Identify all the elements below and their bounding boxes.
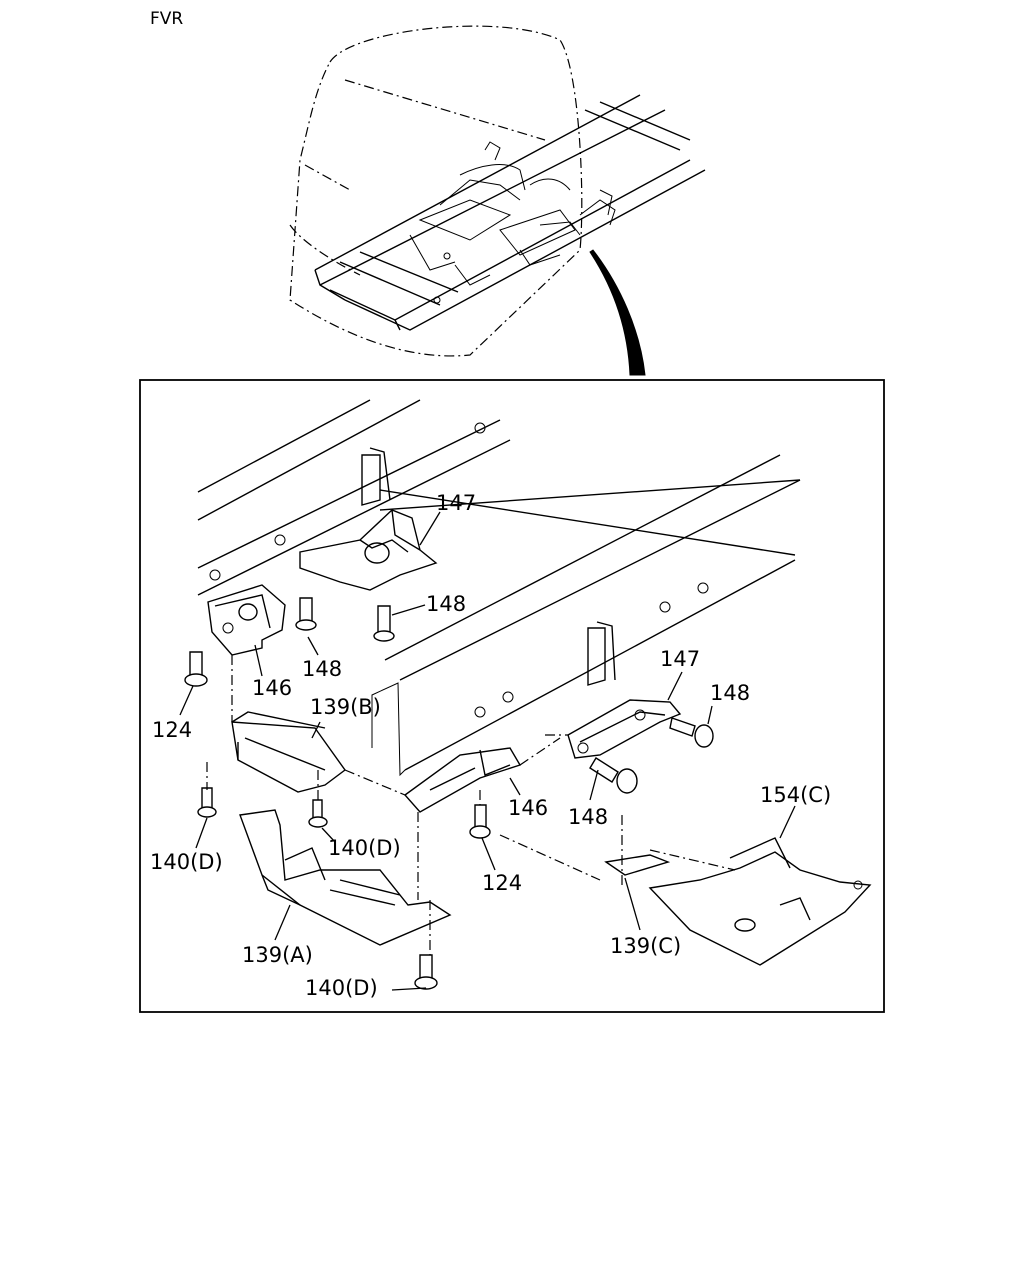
callout-139a: 139(A) xyxy=(242,943,313,967)
callout-140d-mid: 140(D) xyxy=(328,836,401,860)
callout-154c: 154(C) xyxy=(760,783,831,807)
bracket-146-upper-icon xyxy=(207,584,286,656)
callout-140d-left: 140(D) xyxy=(150,850,223,874)
alignment-lines xyxy=(206,655,736,955)
callout-146-upper: 146 xyxy=(252,676,292,700)
bracket-147-right-icon xyxy=(567,699,682,759)
callout-148-upper-left: 148 xyxy=(302,657,342,681)
flange-bolts xyxy=(184,597,714,990)
under-cover-139b-icon xyxy=(231,711,346,793)
under-cover-154c-icon xyxy=(648,837,872,966)
callout-124-left: 124 xyxy=(152,718,192,742)
callout-148-lower: 148 xyxy=(568,805,608,829)
under-cover-139a-icon xyxy=(239,809,452,946)
callout-146-right: 146 xyxy=(508,796,548,820)
callout-147-upper: 147 xyxy=(436,491,476,515)
model-label: FVR xyxy=(150,9,183,29)
bracket-146-right-icon xyxy=(403,747,522,813)
callout-139b: 139(B) xyxy=(310,695,381,719)
leader-lines xyxy=(179,511,796,991)
callout-148-upper-right: 148 xyxy=(426,592,466,616)
frame-rails xyxy=(197,399,801,777)
truck-overview-icon xyxy=(289,25,706,357)
detail-pointer-arrow-icon xyxy=(589,249,646,376)
callout-148-right: 148 xyxy=(710,681,750,705)
callout-147-right: 147 xyxy=(660,647,700,671)
callout-140d-bottom: 140(D) xyxy=(305,976,378,1000)
callout-124-right: 124 xyxy=(482,871,522,895)
under-cover-139c-icon xyxy=(604,815,671,885)
callout-139c: 139(C) xyxy=(610,934,681,958)
detail-frame xyxy=(139,379,885,1013)
bracket-147-upper-icon xyxy=(299,509,438,591)
